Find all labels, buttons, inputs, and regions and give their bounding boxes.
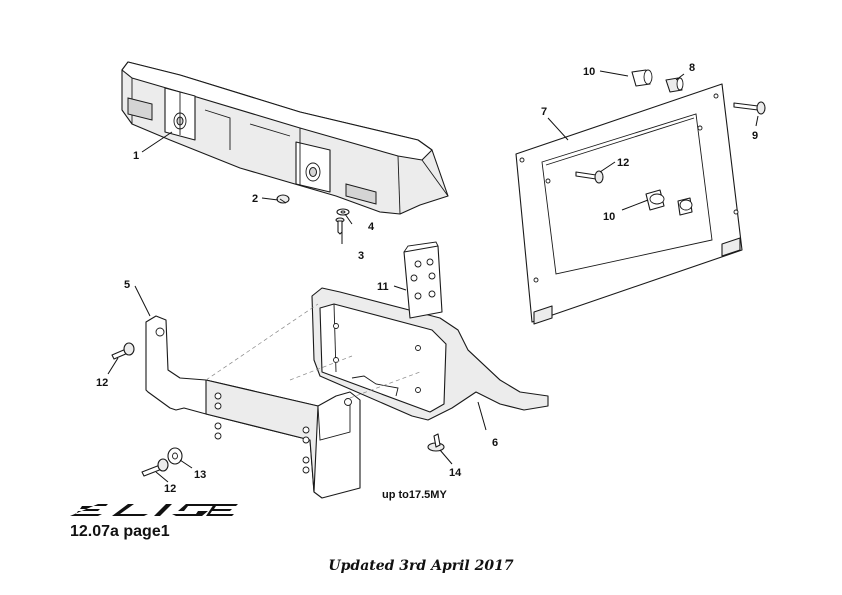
part-7-number-plate-panel [515,83,743,325]
callout-12-left: 12 [96,377,108,389]
callout-12-lower: 12 [164,483,176,495]
model-year-note: up to17.5MY [382,489,447,501]
callout-1: 1 [133,150,139,162]
part-8-nut [665,77,684,93]
callout-10-top: 10 [583,66,595,78]
part-11-pad [403,241,443,319]
part-4-washer [336,208,350,216]
page-reference: 12.07a page1 [70,523,170,540]
callout-6: 6 [492,437,498,449]
part-6-plate-plinth [311,287,549,421]
part-10-spacer-top [631,69,653,87]
callout-12-upper: 12 [617,157,629,169]
part-12-bolt-upper [575,170,604,184]
callout-5: 5 [124,279,130,291]
callout-8: 8 [689,62,695,74]
callout-9: 9 [752,130,758,142]
part-3-screw [335,217,345,235]
leader-lines [107,70,759,483]
part-13-washer [167,447,183,465]
callout-3: 3 [358,250,364,262]
callout-14: 14 [449,467,462,479]
callout-2: 2 [252,193,258,205]
part-2-clip [276,194,290,204]
callout-10-panel: 10 [603,211,615,223]
elise-logo [70,504,238,516]
assembly-lines [205,303,421,399]
part-12-bolt-left [111,342,135,360]
callout-13: 13 [194,469,206,481]
callout-4: 4 [368,221,375,233]
callout-labels: 1 2 3 4 5 6 7 8 9 10 10 11 12 12 12 13 1… [96,62,758,495]
bracket-slots [214,392,310,474]
callout-11: 11 [377,281,389,293]
part-9-bolt [733,101,766,115]
part-14-screw [427,433,445,452]
part-12-bolt-lower [141,458,169,477]
part-5-mounting-bracket [145,315,361,499]
callout-7: 7 [541,106,547,118]
part-1-bumper-beam [121,61,449,215]
updated-note: Updated 3rd April 2017 [328,558,514,574]
